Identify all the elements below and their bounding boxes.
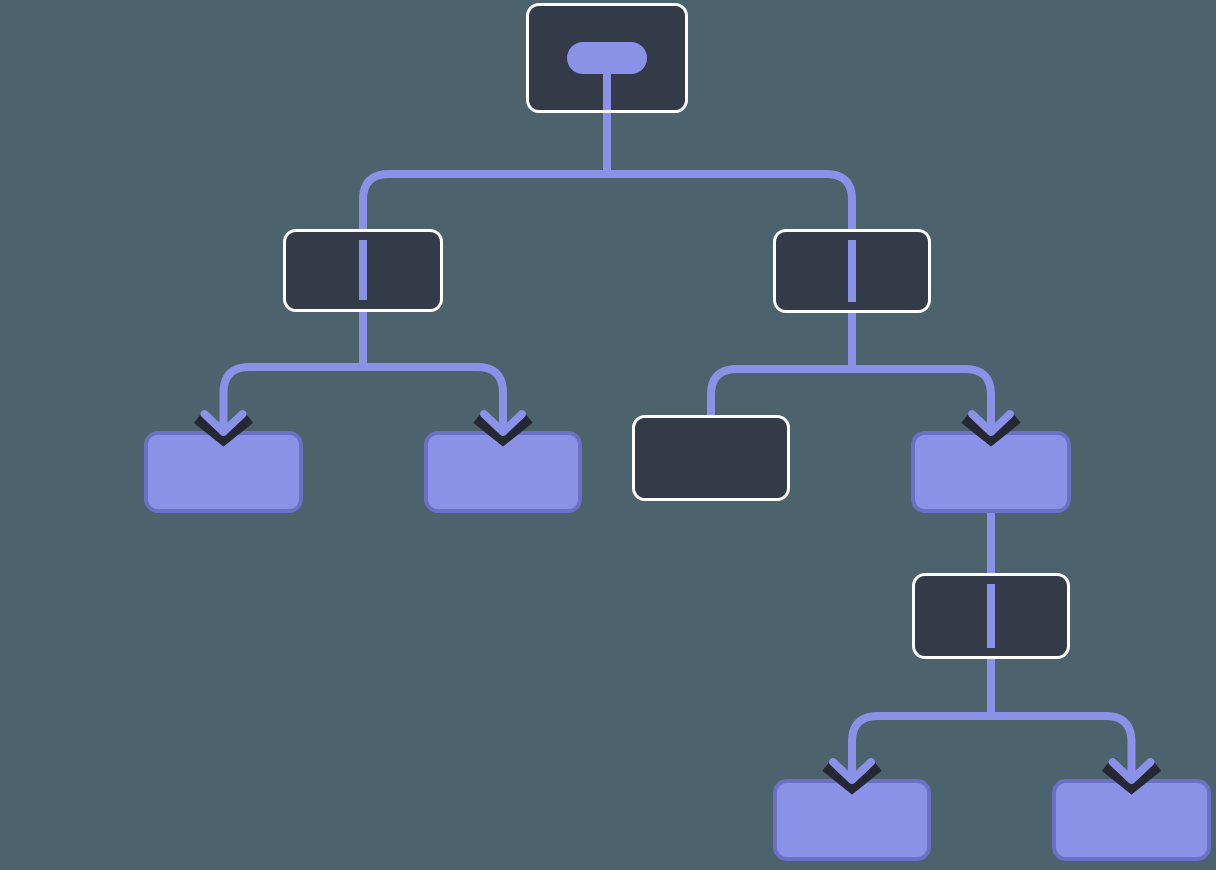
- edge-branch-left-to-leaves: [219, 363, 507, 433]
- chevron-arrow-icon-leaf-c: [961, 408, 1021, 447]
- chevron-arrow-icon-leaf-d: [822, 756, 882, 795]
- node-leaf-b[interactable]: [424, 431, 582, 513]
- chevron-arrow-icon-leaf-b: [473, 408, 533, 447]
- root-stem-icon: [603, 70, 611, 110]
- chevron-arrow-icon-leaf-e: [1101, 756, 1162, 795]
- node-plain[interactable]: [632, 415, 790, 501]
- root-pill-icon: [567, 42, 647, 74]
- chevron-arrow-icon-leaf-a: [193, 408, 254, 447]
- edge-branch-lower-to-leaves: [848, 712, 1136, 781]
- edge-root-to-branches: [359, 170, 856, 238]
- node-root[interactable]: [526, 3, 688, 113]
- node-leaf-c[interactable]: [911, 431, 1071, 513]
- edge-branch-right-to-children: [707, 365, 995, 433]
